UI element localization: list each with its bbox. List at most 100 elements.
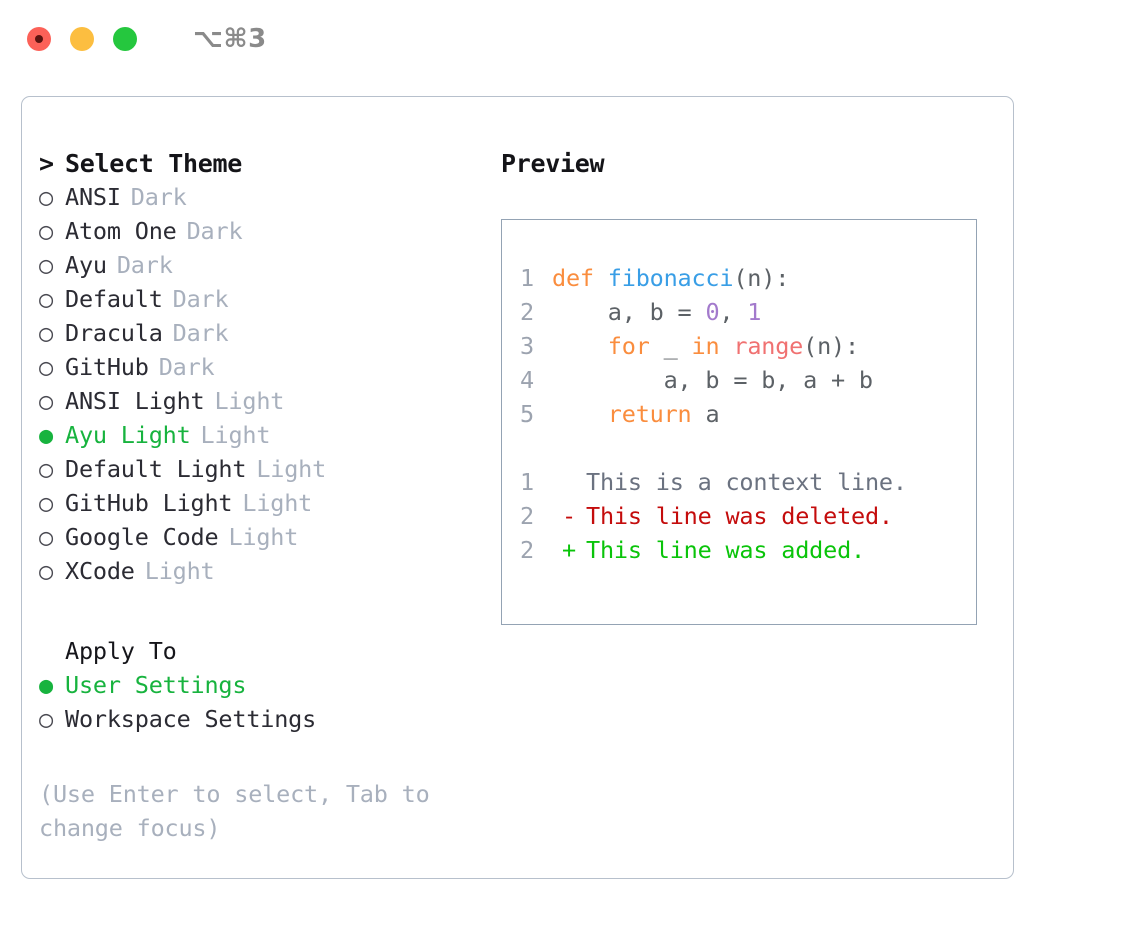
theme-list-item[interactable]: ○ Atom One Dark [39,217,489,251]
theme-variant-badge: Dark [116,251,173,279]
diff-line-text: This line was deleted. [586,502,893,530]
diff-line-number: 1 [520,468,534,496]
title-bar: ⌥⌘3 [0,0,1140,78]
code-token: in [691,332,720,360]
code-line: 4 a, b = b, a + b [520,366,976,400]
theme-list-item[interactable]: ○ Google Code Light [39,523,489,557]
apply-to-option[interactable]: ○Workspace Settings [39,705,489,739]
radio-unselected-icon[interactable]: ○ [39,217,54,245]
keyboard-shortcut-label: ⌥⌘3 [193,24,267,54]
theme-variant-badge: Light [242,489,313,517]
apply-to-option[interactable]: ●User Settings [39,671,489,705]
radio-unselected-icon[interactable]: ○ [39,489,54,517]
code-line: 3 for _ in range(n): [520,332,976,366]
radio-unselected-icon[interactable]: ○ [39,705,54,733]
diff-line: 2 + This line was added. [520,536,976,570]
theme-list-item[interactable]: ○ XCode Light [39,557,489,591]
code-token: _ [649,332,692,360]
code-line-text: for _ in range(n): [552,332,859,360]
theme-variant-badge: Light [214,387,285,415]
theme-variant-badge: Light [228,523,299,551]
theme-name: Google Code [65,523,219,551]
radio-unselected-icon[interactable]: ○ [39,183,54,211]
theme-variant-badge: Light [144,557,215,585]
theme-name: Dracula [65,319,163,347]
preview-heading: Preview [501,149,605,178]
prompt-caret-icon: > [39,149,55,178]
code-token: 0 [705,298,720,326]
section-spacer [39,591,489,637]
theme-list-item[interactable]: ○ Default Dark [39,285,489,319]
theme-name: Atom One [65,217,177,245]
code-token: a, b = b, a + b [552,366,873,394]
radio-unselected-icon[interactable]: ○ [39,353,54,381]
diff-line: 2-This line was deleted. [520,502,976,536]
theme-name: XCode [65,557,135,585]
diff-line-text: This is a context line. [586,468,907,496]
radio-unselected-icon[interactable]: ○ [39,557,54,585]
diff-sample: 1 This is a context line. 2-This line was … [520,468,976,570]
code-token: (n): [803,332,859,360]
diff-line-number: 2 [520,536,534,564]
code-line-number: 5 [520,400,534,428]
code-line-number: 1 [520,264,534,292]
code-line: 5 return a [520,400,976,434]
theme-variant-badge: Light [256,455,327,483]
theme-list-item[interactable]: ○ ANSI Light Light [39,387,489,421]
radio-selected-icon[interactable]: ● [39,421,54,449]
theme-name: Default Light [65,455,247,483]
theme-list-item[interactable]: ○ Default Light Light [39,455,489,489]
code-token: , [719,298,748,326]
code-token [552,400,608,428]
radio-selected-icon[interactable]: ● [39,671,54,699]
radio-unselected-icon[interactable]: ○ [39,319,54,347]
code-token: range [733,332,804,360]
radio-unselected-icon[interactable]: ○ [39,285,54,313]
radio-unselected-icon[interactable]: ○ [39,387,54,415]
diff-line-text: This line was added. [586,536,865,564]
theme-list-item[interactable]: ○ Dracula Dark [39,319,489,353]
theme-variant-badge: Dark [158,353,215,381]
minimize-button-icon[interactable] [70,27,94,51]
code-token: 1 [747,298,762,326]
diff-line-number: 2 [520,502,534,530]
keyboard-hint-text: (Use Enter to select, Tab to change focu… [39,780,430,842]
diff-marker: + [562,536,576,564]
code-token [552,332,608,360]
apply-to-heading: Apply To [39,637,489,671]
theme-variant-badge: Dark [172,319,229,347]
code-token: (n): [733,264,790,292]
code-token: a, b = [552,298,706,326]
close-button-icon[interactable] [27,27,51,51]
code-line-text: a, b = b, a + b [552,366,873,394]
select-theme-heading: > Select Theme [39,149,489,183]
theme-name: Default [65,285,163,313]
code-line-text: a, b = 0, 1 [552,298,762,326]
radio-unselected-icon[interactable]: ○ [39,251,54,279]
code-token: return [607,400,692,428]
radio-unselected-icon[interactable]: ○ [39,523,54,551]
theme-variant-badge: Dark [172,285,229,313]
window-controls [27,27,137,51]
theme-name: ANSI Light [65,387,205,415]
theme-variant-badge: Dark [130,183,187,211]
apply-to-list: ●User Settings○Workspace Settings [39,671,489,739]
apply-to-label: Apply To [65,637,177,665]
theme-name: Ayu Light [65,421,191,449]
code-token: a [691,400,720,428]
radio-unselected-icon[interactable]: ○ [39,455,54,483]
zoom-button-icon[interactable] [113,27,137,51]
code-token: def [552,264,608,292]
theme-variant-badge: Dark [186,217,243,245]
